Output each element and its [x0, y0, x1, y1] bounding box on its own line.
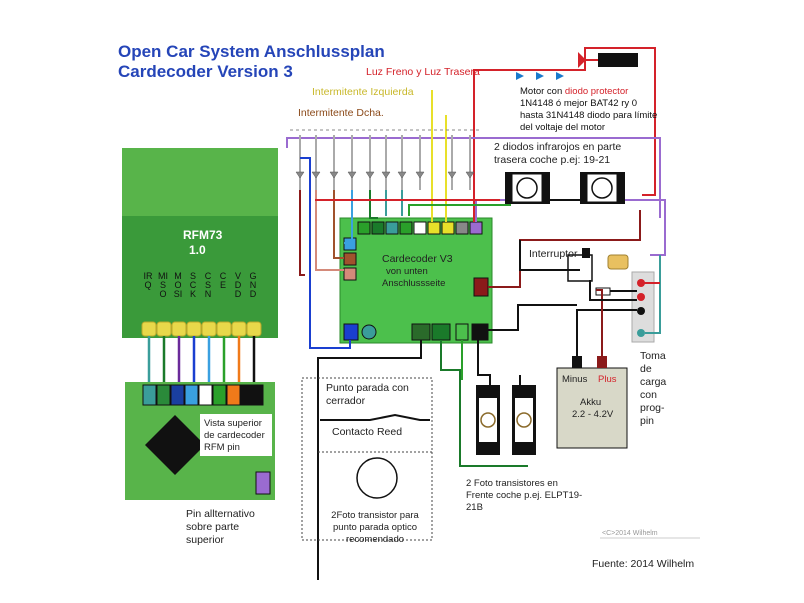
stop-point-dashed-box — [301, 377, 433, 541]
rfm-pin-label: VDD — [234, 271, 242, 299]
intermitente-izquierda-label: Intermitente Izquierda — [312, 86, 414, 98]
rfm73-chip-area — [122, 216, 278, 338]
pin-alternativo-pad — [255, 471, 271, 495]
switch-lever[interactable] — [582, 248, 590, 258]
phototransistor-symbol — [356, 457, 398, 499]
vista-superior-label: Vista superior de cardecoder RFM pin — [204, 418, 265, 453]
decoder-bottom-pads — [343, 323, 489, 341]
led-symbols — [295, 171, 475, 179]
akku-minus-terminal — [572, 356, 582, 368]
led-indicator — [607, 254, 629, 270]
cardecoder-board — [339, 217, 493, 344]
akku-minus-label: Minus — [562, 374, 588, 385]
rfm-pin-label: CE — [219, 271, 227, 290]
rfm-pin-label: IRQ — [143, 271, 153, 290]
socket-pin-2 — [637, 293, 645, 301]
socket-pin-4 — [637, 329, 645, 337]
intermitente-dcha-label: Intermitente Dcha. — [298, 107, 384, 119]
decoder-left-pads — [343, 237, 357, 281]
fuente-label: Fuente: 2014 Wilhelm — [592, 558, 695, 570]
decoder-label-2: von unten — [386, 266, 428, 277]
foto-transistores-label: 2 Foto transistores en Frente coche p.ej… — [466, 478, 583, 513]
switch-body — [567, 254, 593, 282]
foto-transistor-label: 2Foto transistor para punto parada optic… — [331, 510, 419, 545]
rfm-wires — [147, 336, 256, 385]
rfm-name: RFM73 — [183, 228, 223, 242]
rfm-pin-label: CSN — [204, 271, 212, 299]
motor-note-post: 1N4148 ó mejor BAT42 ry 0 hasta 31N4148 … — [520, 98, 658, 133]
photo-transistors — [476, 385, 536, 455]
chip-diamond — [145, 415, 205, 475]
motor — [598, 53, 638, 67]
luz-freno-label: Luz Freno y Luz Trasera — [366, 66, 480, 78]
right-wires — [488, 240, 661, 356]
toma-carga-label: Toma de carga con prog-pin — [640, 350, 667, 427]
punto-parada-label: Punto parada con cerrador — [326, 382, 409, 407]
rfm-pin-label: SCK — [189, 271, 197, 299]
akku-voltage-label: 2.2 - 4.2V — [572, 409, 614, 420]
rfm-pin-label: MOSI — [173, 271, 183, 299]
decoder-top-pads — [357, 221, 483, 235]
rfm-version: 1.0 — [189, 243, 206, 257]
contacto-reed-label: Contacto Reed — [332, 426, 403, 438]
diagram-title-line2: Cardecoder Version 3 — [118, 62, 293, 81]
socket-pin-3 — [637, 307, 645, 315]
bottom-wires — [300, 157, 528, 580]
interruptor-label: Interruptor — [529, 248, 578, 260]
vista-superior-label-box — [200, 414, 272, 456]
motor-note-red: diodo protector — [564, 86, 629, 97]
top-wires — [286, 47, 666, 288]
akku-plus-terminal — [597, 356, 607, 368]
decoder-right-pad — [473, 277, 489, 297]
rfm73-pads — [141, 321, 262, 337]
akku-label: Akku — [580, 397, 602, 408]
rfm-pin-label: GND — [249, 271, 257, 299]
infrared-leds — [505, 172, 625, 204]
diagram-title-line1: Open Car System Anschlussplan — [118, 42, 385, 61]
motor-diodes — [516, 72, 564, 80]
motor-note: Motor con diodo protector 1N4148 ó mejor… — [520, 86, 660, 134]
charging-socket — [631, 271, 655, 343]
infrarrojos-label: 2 diodos infrarojos en parte trasera coc… — [494, 141, 622, 166]
akku-plus-label: Plus — [598, 374, 617, 385]
decoder-label-3: Anschlussseite — [382, 278, 446, 289]
decoder-label-1: Cardecoder V3 — [382, 253, 453, 265]
protector-diode — [578, 52, 586, 68]
motor-note-pre: Motor con — [520, 86, 565, 97]
pin-alternativo-label: Pin allternativo sobre parte superior — [186, 508, 255, 546]
akku-battery — [556, 367, 628, 449]
top-view-pins — [142, 384, 264, 406]
watermark: <C>2014 Wilhelm — [602, 530, 658, 537]
rfm-pin-label: MISO — [158, 271, 168, 299]
